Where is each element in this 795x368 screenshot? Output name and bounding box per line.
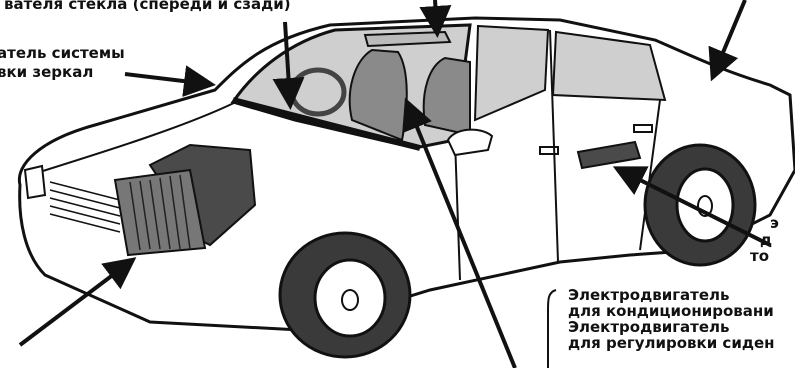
arrow-roof bbox=[419, 0, 452, 38]
radiator-fins bbox=[129, 174, 191, 251]
wiper-motor-label: вателя стекла (спереди и сзади) bbox=[4, 0, 291, 13]
rear-hub bbox=[697, 195, 713, 217]
rear-rim bbox=[675, 167, 735, 243]
door-handle-rear bbox=[633, 124, 653, 133]
door-handle-front bbox=[539, 146, 559, 155]
rear-door-window bbox=[551, 30, 667, 102]
ac-motor-label-line2: для кондиционировани bbox=[568, 302, 774, 320]
arrow-rear-washer bbox=[708, 0, 747, 82]
headlight bbox=[23, 164, 47, 200]
right-label-fragment-1: э bbox=[770, 214, 779, 232]
side-mirror bbox=[446, 128, 494, 157]
arrow-windshield-wiper bbox=[272, 21, 305, 110]
label-bracket bbox=[547, 289, 557, 368]
grille bbox=[49, 181, 121, 233]
front-hub bbox=[341, 289, 359, 311]
door-line-rear bbox=[639, 99, 661, 251]
right-label-fragment-2: д bbox=[760, 231, 773, 249]
door-motor bbox=[576, 140, 642, 170]
mirror-motor-label-line1: атель системы bbox=[0, 44, 125, 62]
arrow-seat bbox=[402, 97, 517, 368]
seat-motor-label-line1: Электродвигатель bbox=[568, 318, 730, 336]
hood-line bbox=[29, 99, 241, 176]
arrow-mirror bbox=[124, 65, 216, 98]
mirror-motor-label-line2: вки зеркал bbox=[0, 63, 94, 81]
arrow-door-motor bbox=[612, 166, 771, 247]
wiper bbox=[232, 97, 421, 151]
arrow-engine bbox=[18, 257, 137, 347]
ac-motor-label-line1: Электродвигатель bbox=[568, 286, 730, 304]
front-rim bbox=[313, 258, 387, 338]
right-label-fragment-3: то bbox=[750, 247, 769, 265]
seat-motor-label-line2: для регулировки сиден bbox=[568, 334, 775, 352]
door-line-front bbox=[454, 139, 461, 281]
front-door-window bbox=[473, 24, 550, 122]
